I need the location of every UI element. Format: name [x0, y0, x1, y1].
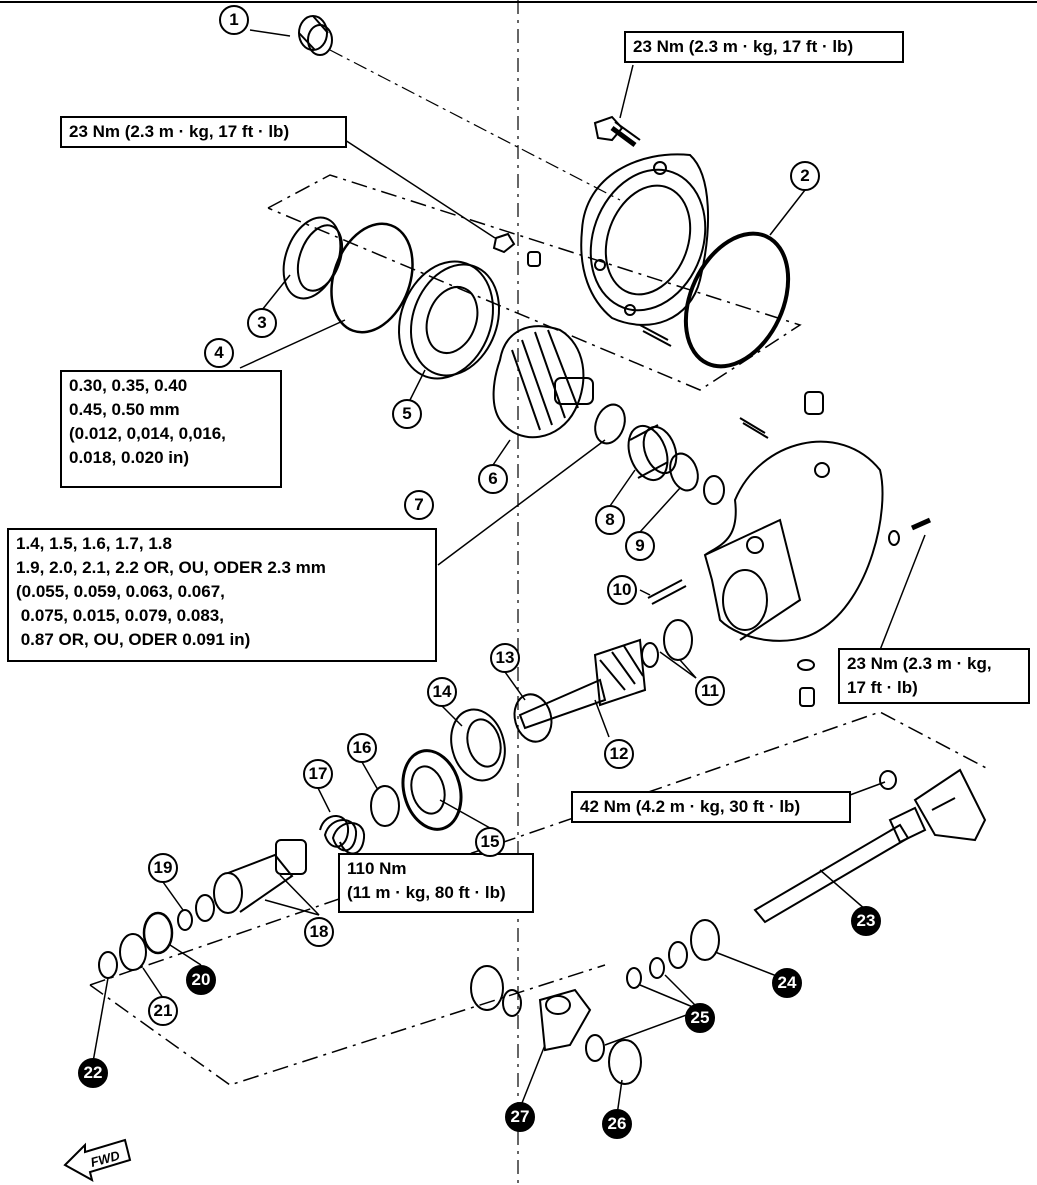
part-bearing-14: [450, 708, 506, 782]
part-clip-26b: [585, 1034, 605, 1062]
part-pin-small: [639, 324, 672, 347]
callout-4: 4: [204, 338, 234, 368]
callout-22: 22: [78, 1058, 108, 1088]
callout-8: 8: [595, 505, 625, 535]
part-gear-15: [401, 749, 463, 831]
part-ring-24b: [668, 941, 688, 969]
leader-1: [249, 29, 291, 37]
callout-13: 13: [490, 643, 520, 673]
part-bolt-top: [593, 115, 641, 148]
part-drain-plug: [799, 687, 815, 707]
part-ring-19b: [195, 894, 215, 922]
part-universal-joint-27: [470, 965, 592, 1052]
part-nut: [492, 232, 516, 254]
part-washer-21: [119, 933, 147, 971]
fwd-arrow-icon: [63, 1138, 132, 1182]
leader-lines: [92, 64, 886, 1116]
callout-11: 11: [695, 676, 725, 706]
torque-spec-top-right: 23 Nm (2.3 m · kg, 17 ft · lb): [624, 31, 904, 63]
callout-1: 1: [219, 5, 249, 35]
part-nut-23: [879, 770, 897, 790]
torque-spec-top-left: 23 Nm (2.3 m · kg, 17 ft · lb): [60, 116, 347, 148]
upper-group-boundary: [267, 174, 802, 391]
callout-10: 10: [607, 575, 637, 605]
callout-17: 17: [303, 759, 333, 789]
callout-26: 26: [602, 1109, 632, 1139]
part-oring-2: [683, 231, 791, 369]
lower-group-boundary: [89, 711, 991, 986]
part-rear-housing: [703, 440, 884, 642]
part-seal-9: [669, 452, 699, 492]
torque-spec-housing: 23 Nm (2.3 m · kg, 17 ft · lb): [838, 648, 1030, 704]
callout-5: 5: [392, 399, 422, 429]
part-shaft-23: [753, 768, 987, 924]
part-cover-2: [580, 153, 710, 326]
callout-21: 21: [148, 996, 178, 1026]
torque-spec-42: 42 Nm (4.2 m · kg, 30 ft · lb): [571, 791, 851, 823]
part-bushing-1: [298, 15, 333, 56]
part-pin-housing: [739, 417, 769, 439]
part-pin-10: [647, 579, 687, 605]
shim-7-sizes: 1.4, 1.5, 1.6, 1.7, 1.8 1.9, 2.0, 2.1, 2…: [7, 528, 437, 662]
callout-15: 15: [475, 827, 505, 857]
callout-3: 3: [247, 308, 277, 338]
axis-line-1: [329, 49, 621, 201]
part-bush-22: [98, 951, 118, 979]
callout-19: 19: [148, 853, 178, 883]
part-bush-26: [608, 1039, 642, 1085]
callout-14: 14: [427, 677, 457, 707]
callout-25: 25: [685, 1003, 715, 1033]
part-oring-20: [142, 911, 174, 955]
callout-7: 7: [404, 490, 434, 520]
part-plug: [804, 391, 824, 415]
callout-18: 18: [304, 917, 334, 947]
part-ring-gear-6: [492, 325, 594, 439]
callout-12: 12: [604, 739, 634, 769]
part-shim-7: [594, 403, 626, 445]
part-bearing-8: [627, 424, 678, 482]
part-bearing-5: [397, 260, 501, 380]
part-race-11a: [641, 642, 659, 668]
part-race-11b: [663, 619, 693, 661]
callout-6: 6: [478, 464, 508, 494]
part-bearing-24: [690, 919, 720, 961]
part-clip-25a: [649, 957, 665, 979]
part-bush-small: [703, 475, 725, 505]
part-shim-4: [330, 222, 414, 334]
part-clip-25b: [626, 967, 642, 989]
part-pinion-12: [518, 638, 647, 730]
lower-group-boundary-2: [89, 964, 606, 1086]
part-spring-17: [319, 815, 366, 855]
callout-2: 2: [790, 161, 820, 191]
torque-spec-110: 110 Nm (11 m · kg, 80 ft · lb): [338, 853, 534, 913]
callout-24: 24: [772, 968, 802, 998]
part-collar-16: [370, 785, 400, 827]
part-ring-19: [177, 909, 193, 931]
part-coupling-18: [213, 839, 307, 914]
callout-9: 9: [625, 531, 655, 561]
callout-20: 20: [186, 965, 216, 995]
callout-27: 27: [505, 1102, 535, 1132]
part-flange-13: [513, 693, 553, 743]
shim-4-sizes: 0.30, 0.35, 0.40 0.45, 0.50 mm (0.012, 0…: [60, 370, 282, 488]
part-bolt-housing: [910, 517, 932, 531]
callout-16: 16: [347, 733, 377, 763]
callout-23: 23: [851, 906, 881, 936]
part-dowel: [527, 251, 541, 267]
